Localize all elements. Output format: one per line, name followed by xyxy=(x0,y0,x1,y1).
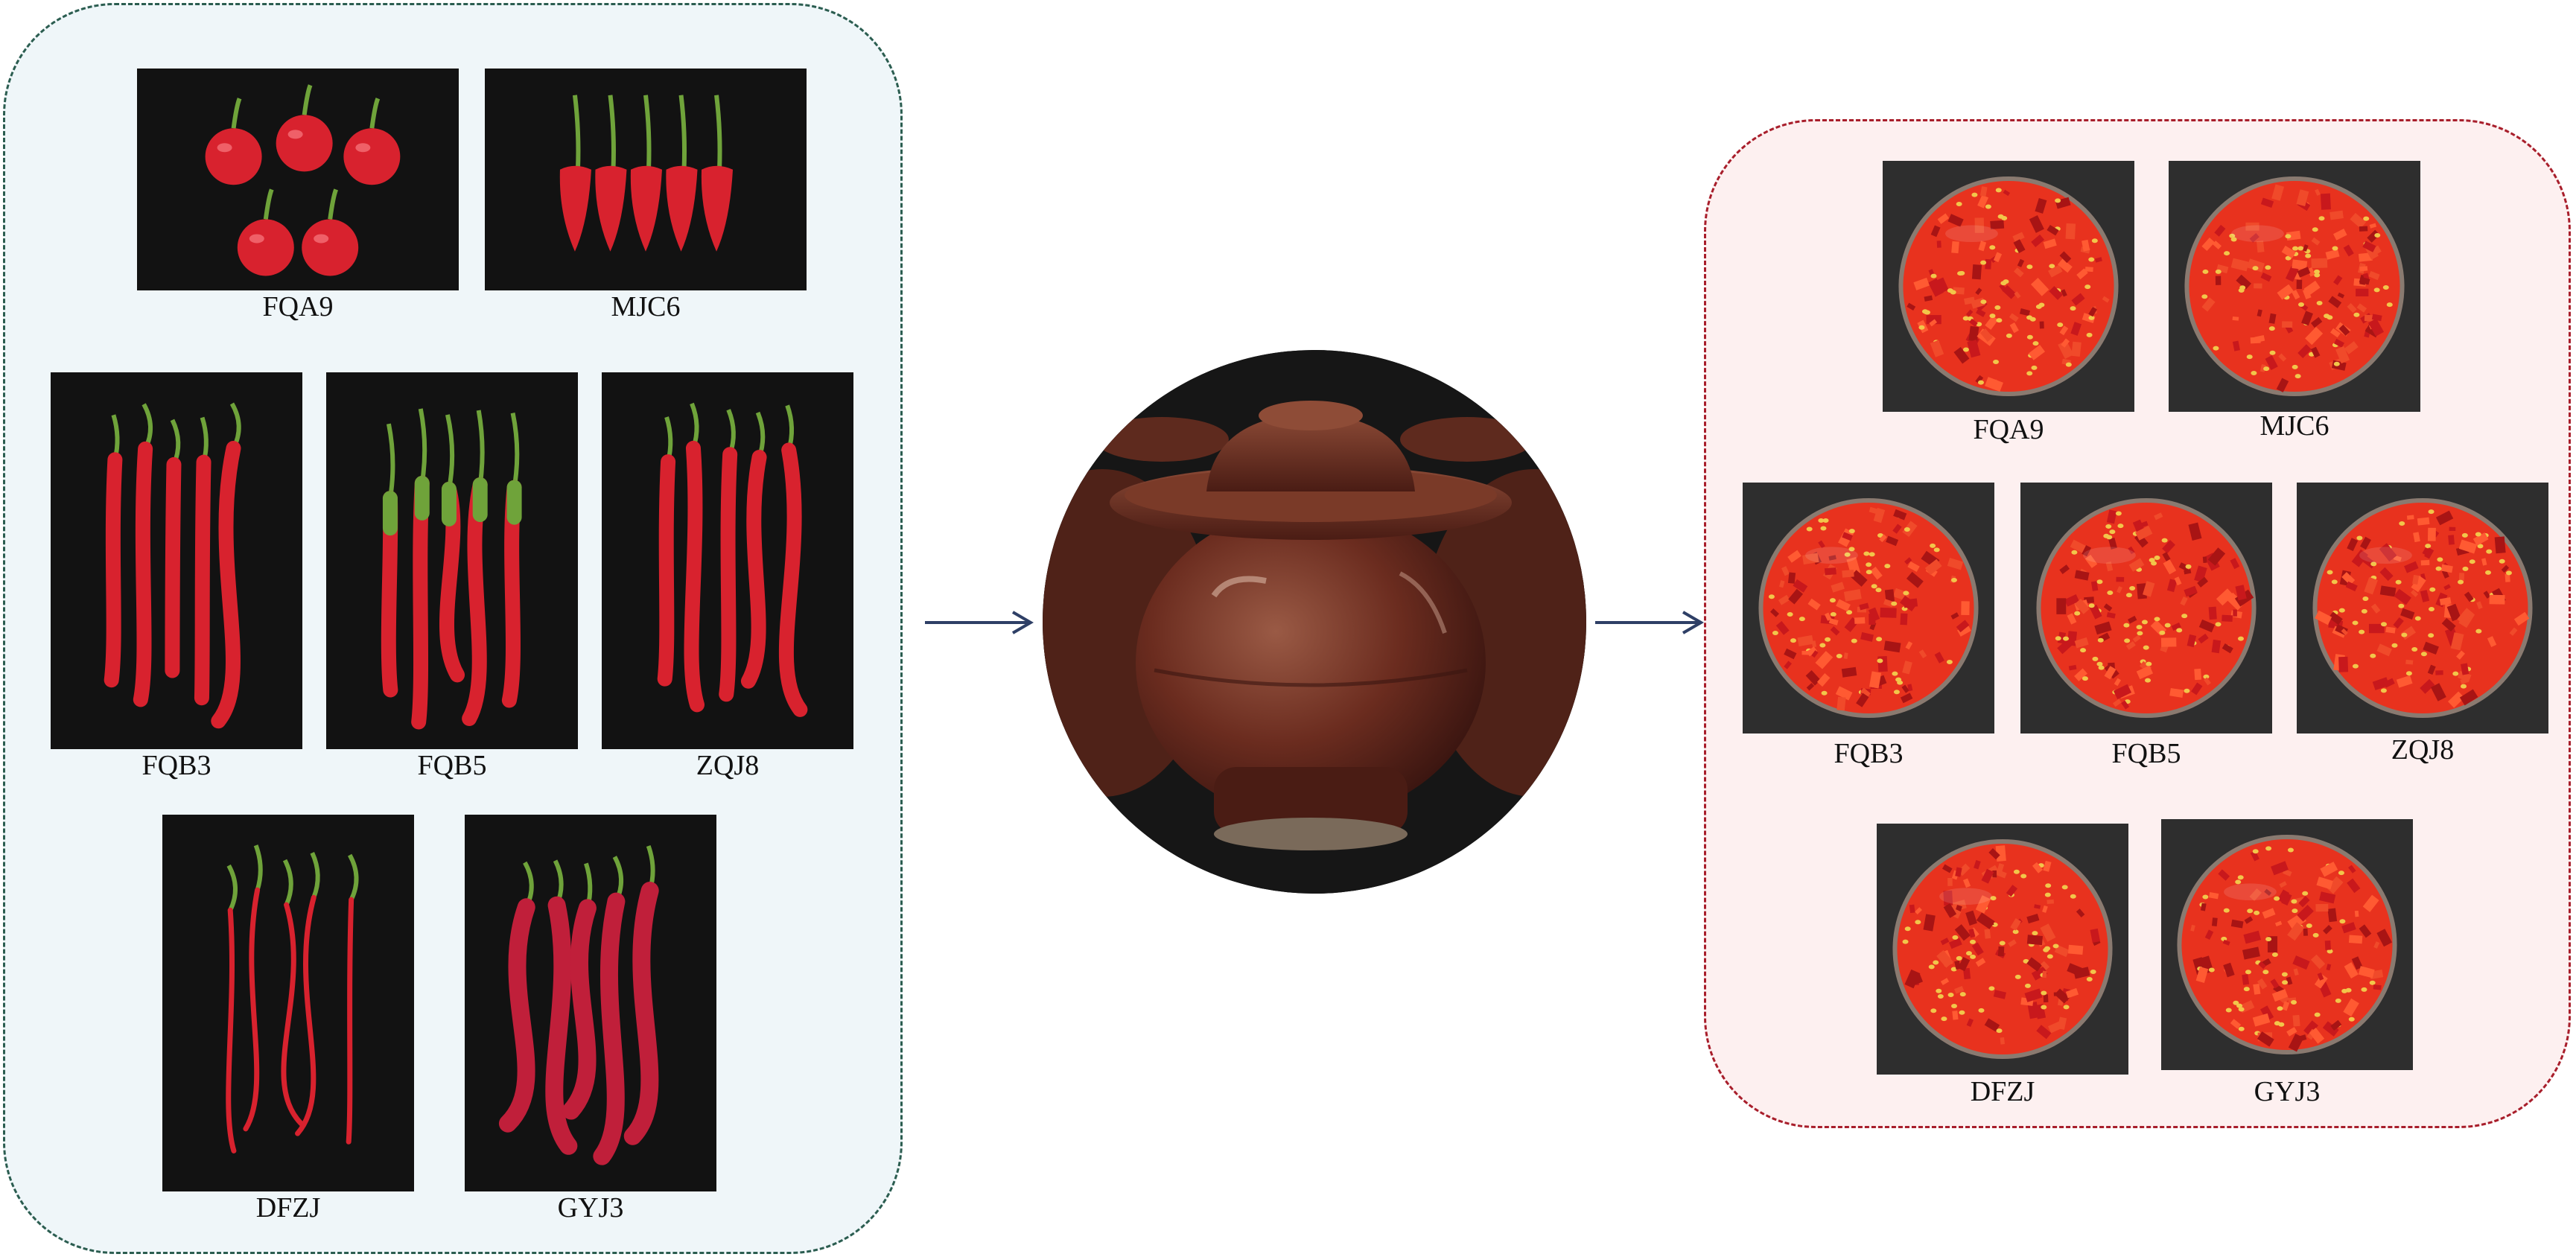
fermented-pepper-label: FQA9 xyxy=(1973,414,2044,445)
raw-pepper-photo-fqa9 xyxy=(137,69,459,290)
fermented-pepper-label: FQB3 xyxy=(1834,738,1904,769)
arrow-right-icon xyxy=(1594,608,1705,637)
fermented-pepper-photo-gyj3 xyxy=(2161,819,2413,1070)
raw-pepper-photo-fqb5 xyxy=(326,372,578,749)
raw-pepper-label: FQB3 xyxy=(141,750,212,781)
arrow-right-icon xyxy=(923,608,1035,637)
fermentation-jar-photo xyxy=(1043,350,1586,894)
fermented-pepper-photo-dfzj xyxy=(1877,824,2128,1075)
fermented-pepper-label: DFZJ xyxy=(1970,1076,2035,1107)
fermented-pepper-photo-fqb3 xyxy=(1743,483,1994,733)
raw-pepper-label: ZQJ8 xyxy=(696,750,760,781)
raw-pepper-photo-mjc6 xyxy=(485,69,807,290)
fermented-pepper-photo-mjc6 xyxy=(2169,161,2420,412)
fermented-pepper-label: GYJ3 xyxy=(2254,1076,2321,1107)
raw-pepper-label: FQB5 xyxy=(417,750,487,781)
raw-pepper-photo-fqb3 xyxy=(51,372,302,749)
raw-pepper-label: DFZJ xyxy=(255,1192,321,1223)
raw-pepper-photo-gyj3 xyxy=(465,815,716,1191)
fermented-pepper-photo-fqa9 xyxy=(1883,161,2134,412)
fermented-pepper-photo-fqb5 xyxy=(2020,483,2272,733)
raw-pepper-label: GYJ3 xyxy=(557,1192,624,1223)
raw-pepper-label: FQA9 xyxy=(262,291,334,322)
fermented-pepper-label: FQB5 xyxy=(2111,738,2181,769)
fermented-pepper-label: MJC6 xyxy=(2259,410,2329,442)
raw-pepper-photo-dfzj xyxy=(162,815,414,1191)
fermented-pepper-photo-zqj8 xyxy=(2297,483,2548,733)
raw-pepper-photo-zqj8 xyxy=(602,372,853,749)
raw-pepper-label: MJC6 xyxy=(611,291,681,322)
fermented-pepper-label: ZQJ8 xyxy=(2391,734,2455,766)
